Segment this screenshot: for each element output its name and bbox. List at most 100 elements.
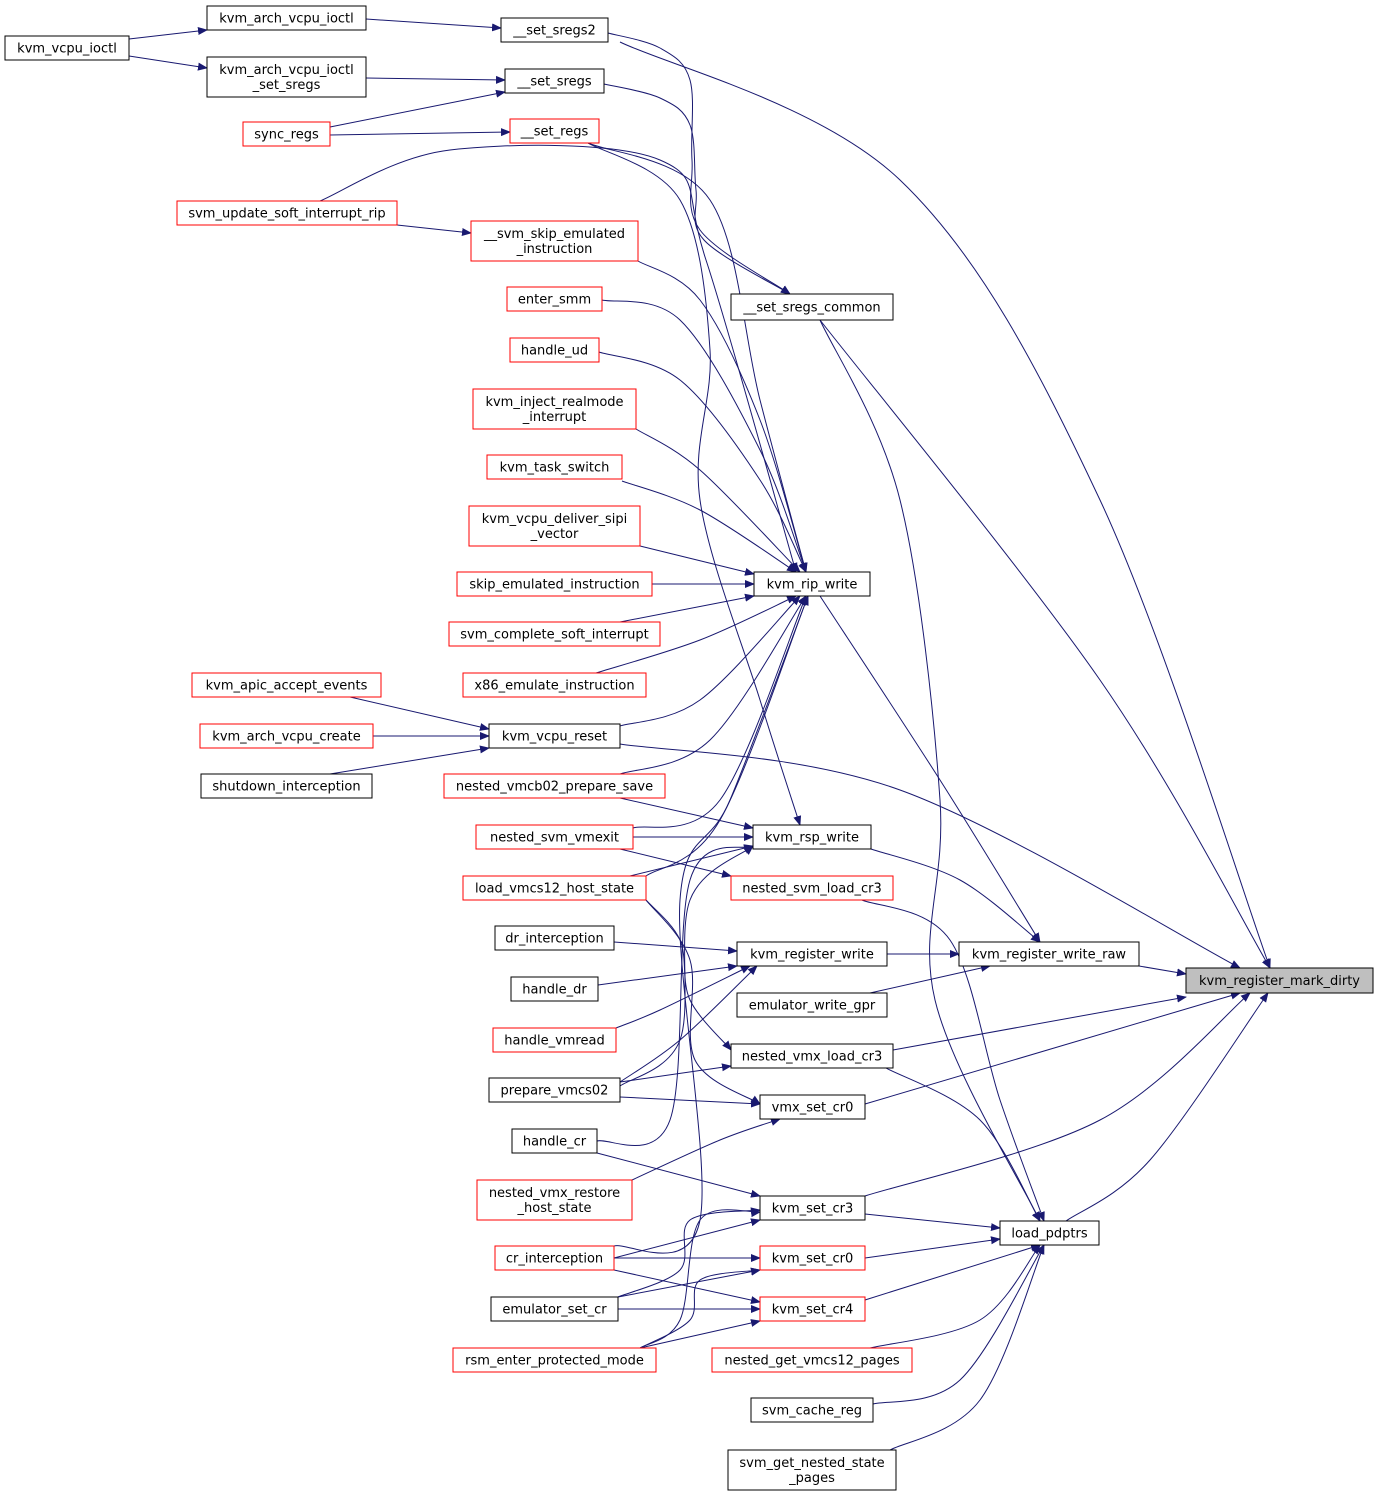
node-kvm_set_cr0[interactable]: kvm_set_cr0 [759,1245,866,1271]
node-kvm_set_cr4[interactable]: kvm_set_cr4 [759,1296,866,1322]
edge-emulator_set_cr-to-kvm_set_cr3 [617,1207,761,1298]
edge-cr_interception-to-kvm_set_cr3 [613,1218,761,1259]
node-kvm_rip_write[interactable]: kvm_rip_write [753,571,871,597]
edge-nested_svm_load_cr3-to-load_pdptrs [861,899,1045,1222]
node-kvm_arch_vcpu_create[interactable]: kvm_arch_vcpu_create [199,723,374,749]
node-kvm_vcpu_deliver_sipi_vector[interactable]: kvm_vcpu_deliver_sipi_vector [468,505,641,547]
edge-kvm_vcpu_ioctl-to-kvm_arch_vcpu_ioctl [128,27,208,40]
node-svm_cache_reg[interactable]: svm_cache_reg [750,1397,874,1423]
edge-load_vmcs12_host_state-to-nested_vmx_load_cr3 [645,899,732,1051]
node-label: _pages [788,1471,835,1486]
node-vmx_set_cr0[interactable]: vmx_set_cr0 [759,1094,866,1120]
node-label: nested_get_vmcs12_pages [724,1354,899,1369]
edge-kvm_set_cr0-to-load_pdptrs [864,1236,1001,1259]
node-svm_complete_soft_interrupt[interactable]: svm_complete_soft_interrupt [448,621,661,647]
node-kvm_arch_vcpu_ioctl_set_sregs[interactable]: kvm_arch_vcpu_ioctl_set_sregs [206,56,367,98]
node-box [730,875,894,901]
node-kvm_register_mark_dirty[interactable]: kvm_register_mark_dirty [1185,967,1374,994]
node-label: _vector [530,527,579,542]
node-label: dr_interception [505,932,603,947]
node-box [759,1245,866,1271]
node-kvm_register_write_raw[interactable]: kvm_register_write_raw [958,941,1140,967]
node-box [488,723,621,749]
node-set_regs[interactable]: __set_regs [509,118,600,144]
node-nested_vmx_load_cr3[interactable]: nested_vmx_load_cr3 [730,1043,894,1069]
node-emulator_set_cr[interactable]: emulator_set_cr [490,1296,619,1322]
edge-svm_skip_emulated_instruction-to-kvm_rip_write [637,260,808,573]
node-kvm_vcpu_reset[interactable]: kvm_vcpu_reset [488,723,621,749]
node-rsm_enter_protected_mode[interactable]: rsm_enter_protected_mode [452,1347,657,1373]
node-svm_update_soft_interrupt_rip[interactable]: svm_update_soft_interrupt_rip [176,200,398,226]
node-nested_svm_vmexit[interactable]: nested_svm_vmexit [475,824,634,850]
node-kvm_vcpu_ioctl[interactable]: kvm_vcpu_ioctl [4,35,130,61]
node-load_vmcs12_host_state[interactable]: load_vmcs12_host_state [462,875,647,901]
edge-svm_update_soft_interrupt_rip-to-kvm_rip_write [319,144,798,573]
nodes: kvm_vcpu_ioctl kvm_arch_vcpu_ioctl kvm_arc… [4,5,1374,1491]
node-prepare_vmcs02[interactable]: prepare_vmcs02 [488,1077,621,1103]
node-box [494,1245,615,1271]
node-skip_emulated_instruction[interactable]: skip_emulated_instruction [456,571,653,597]
node-enter_smm[interactable]: enter_smm [506,286,603,312]
node-label: kvm_register_write_raw [972,948,1127,963]
node-box [509,118,600,144]
node-sync_regs[interactable]: sync_regs [242,121,331,147]
edge-x86_emulate_instruction-to-kvm_rip_write [595,595,797,674]
edges [128,18,1271,1451]
node-x86_emulate_instruction[interactable]: x86_emulate_instruction [462,672,647,698]
node-kvm_rsp_write[interactable]: kvm_rsp_write [752,824,872,850]
node-label: __set_sregs_common [742,301,880,316]
node-kvm_task_switch[interactable]: kvm_task_switch [486,454,623,480]
edge-kvm_set_cr4-to-load_pdptrs [864,1243,1041,1301]
node-box [500,17,609,43]
node-nested_vmx_restore_host_state[interactable]: nested_vmx_restore_host_state [476,1179,633,1221]
node-handle_dr[interactable]: handle_dr [510,976,599,1002]
node-label: svm_complete_soft_interrupt [460,628,649,643]
node-dr_interception[interactable]: dr_interception [494,925,615,951]
node-box [448,621,661,647]
node-handle_ud[interactable]: handle_ud [509,337,600,363]
edge-handle_cr-to-kvm_rsp_write [596,845,754,1147]
node-kvm_arch_vcpu_ioctl[interactable]: kvm_arch_vcpu_ioctl [206,5,367,31]
node-label: handle_dr [522,983,587,998]
node-label: kvm_task_switch [500,461,610,476]
node-box [206,56,367,98]
node-label: x86_emulate_instruction [474,679,634,694]
node-label: kvm_rsp_write [765,831,859,846]
node-handle_vmread[interactable]: handle_vmread [492,1027,617,1053]
edge-enter_smm-to-kvm_rip_write [601,299,807,573]
node-handle_cr[interactable]: handle_cr [511,1128,598,1154]
edge-shutdown_interception-to-kvm_vcpu_reset [329,745,490,775]
node-cr_interception[interactable]: cr_interception [494,1245,615,1271]
node-nested_svm_load_cr3[interactable]: nested_svm_load_cr3 [730,875,894,901]
edge-kvm_task_switch-to-kvm_rip_write [621,480,797,573]
edge-sync_regs-to-set_regs [329,128,511,137]
node-label: cr_interception [506,1252,603,1267]
node-set_sregs_common[interactable]: __set_sregs_common [730,293,894,321]
edge-emulator_set_cr-to-kvm_set_cr0 [617,1267,761,1298]
edge-nested_vmcb02_prepare_save-to-kvm_rip_write [619,595,807,775]
node-set_sregs2[interactable]: __set_sregs2 [500,17,609,43]
node-box [509,337,600,363]
node-box [488,1077,621,1103]
edge-set_regs-to-kvm_rsp_write [587,142,802,826]
node-kvm_inject_realmode_interrupt[interactable]: kvm_inject_realmode_interrupt [472,388,637,430]
node-kvm_apic_accept_events[interactable]: kvm_apic_accept_events [191,672,382,698]
node-set_sregs[interactable]: __set_sregs [504,68,605,94]
node-nested_get_vmcs12_pages[interactable]: nested_get_vmcs12_pages [711,1347,913,1373]
node-label: svm_cache_reg [762,1404,862,1419]
node-load_pdptrs[interactable]: load_pdptrs [999,1220,1100,1246]
node-label: handle_cr [523,1135,587,1150]
node-label: skip_emulated_instruction [469,578,639,593]
node-svm_skip_emulated_instruction[interactable]: __svm_skip_emulated_instruction [470,220,639,262]
node-shutdown_interception[interactable]: shutdown_interception [200,773,373,799]
node-box [759,1195,866,1221]
node-kvm_set_cr3[interactable]: kvm_set_cr3 [759,1195,866,1221]
node-emulator_write_gpr[interactable]: emulator_write_gpr [736,992,888,1018]
node-nested_vmcb02_prepare_save[interactable]: nested_vmcb02_prepare_save [443,773,666,799]
node-label: enter_smm [518,293,591,308]
node-svm_get_nested_state_pages[interactable]: svm_get_nested_state_pages [727,1449,897,1491]
node-box [511,1128,598,1154]
node-kvm_register_write[interactable]: kvm_register_write [736,941,888,967]
node-box [958,941,1140,967]
edge-kvm_vcpu_reset-to-kvm_register_mark_dirty [619,743,1241,969]
